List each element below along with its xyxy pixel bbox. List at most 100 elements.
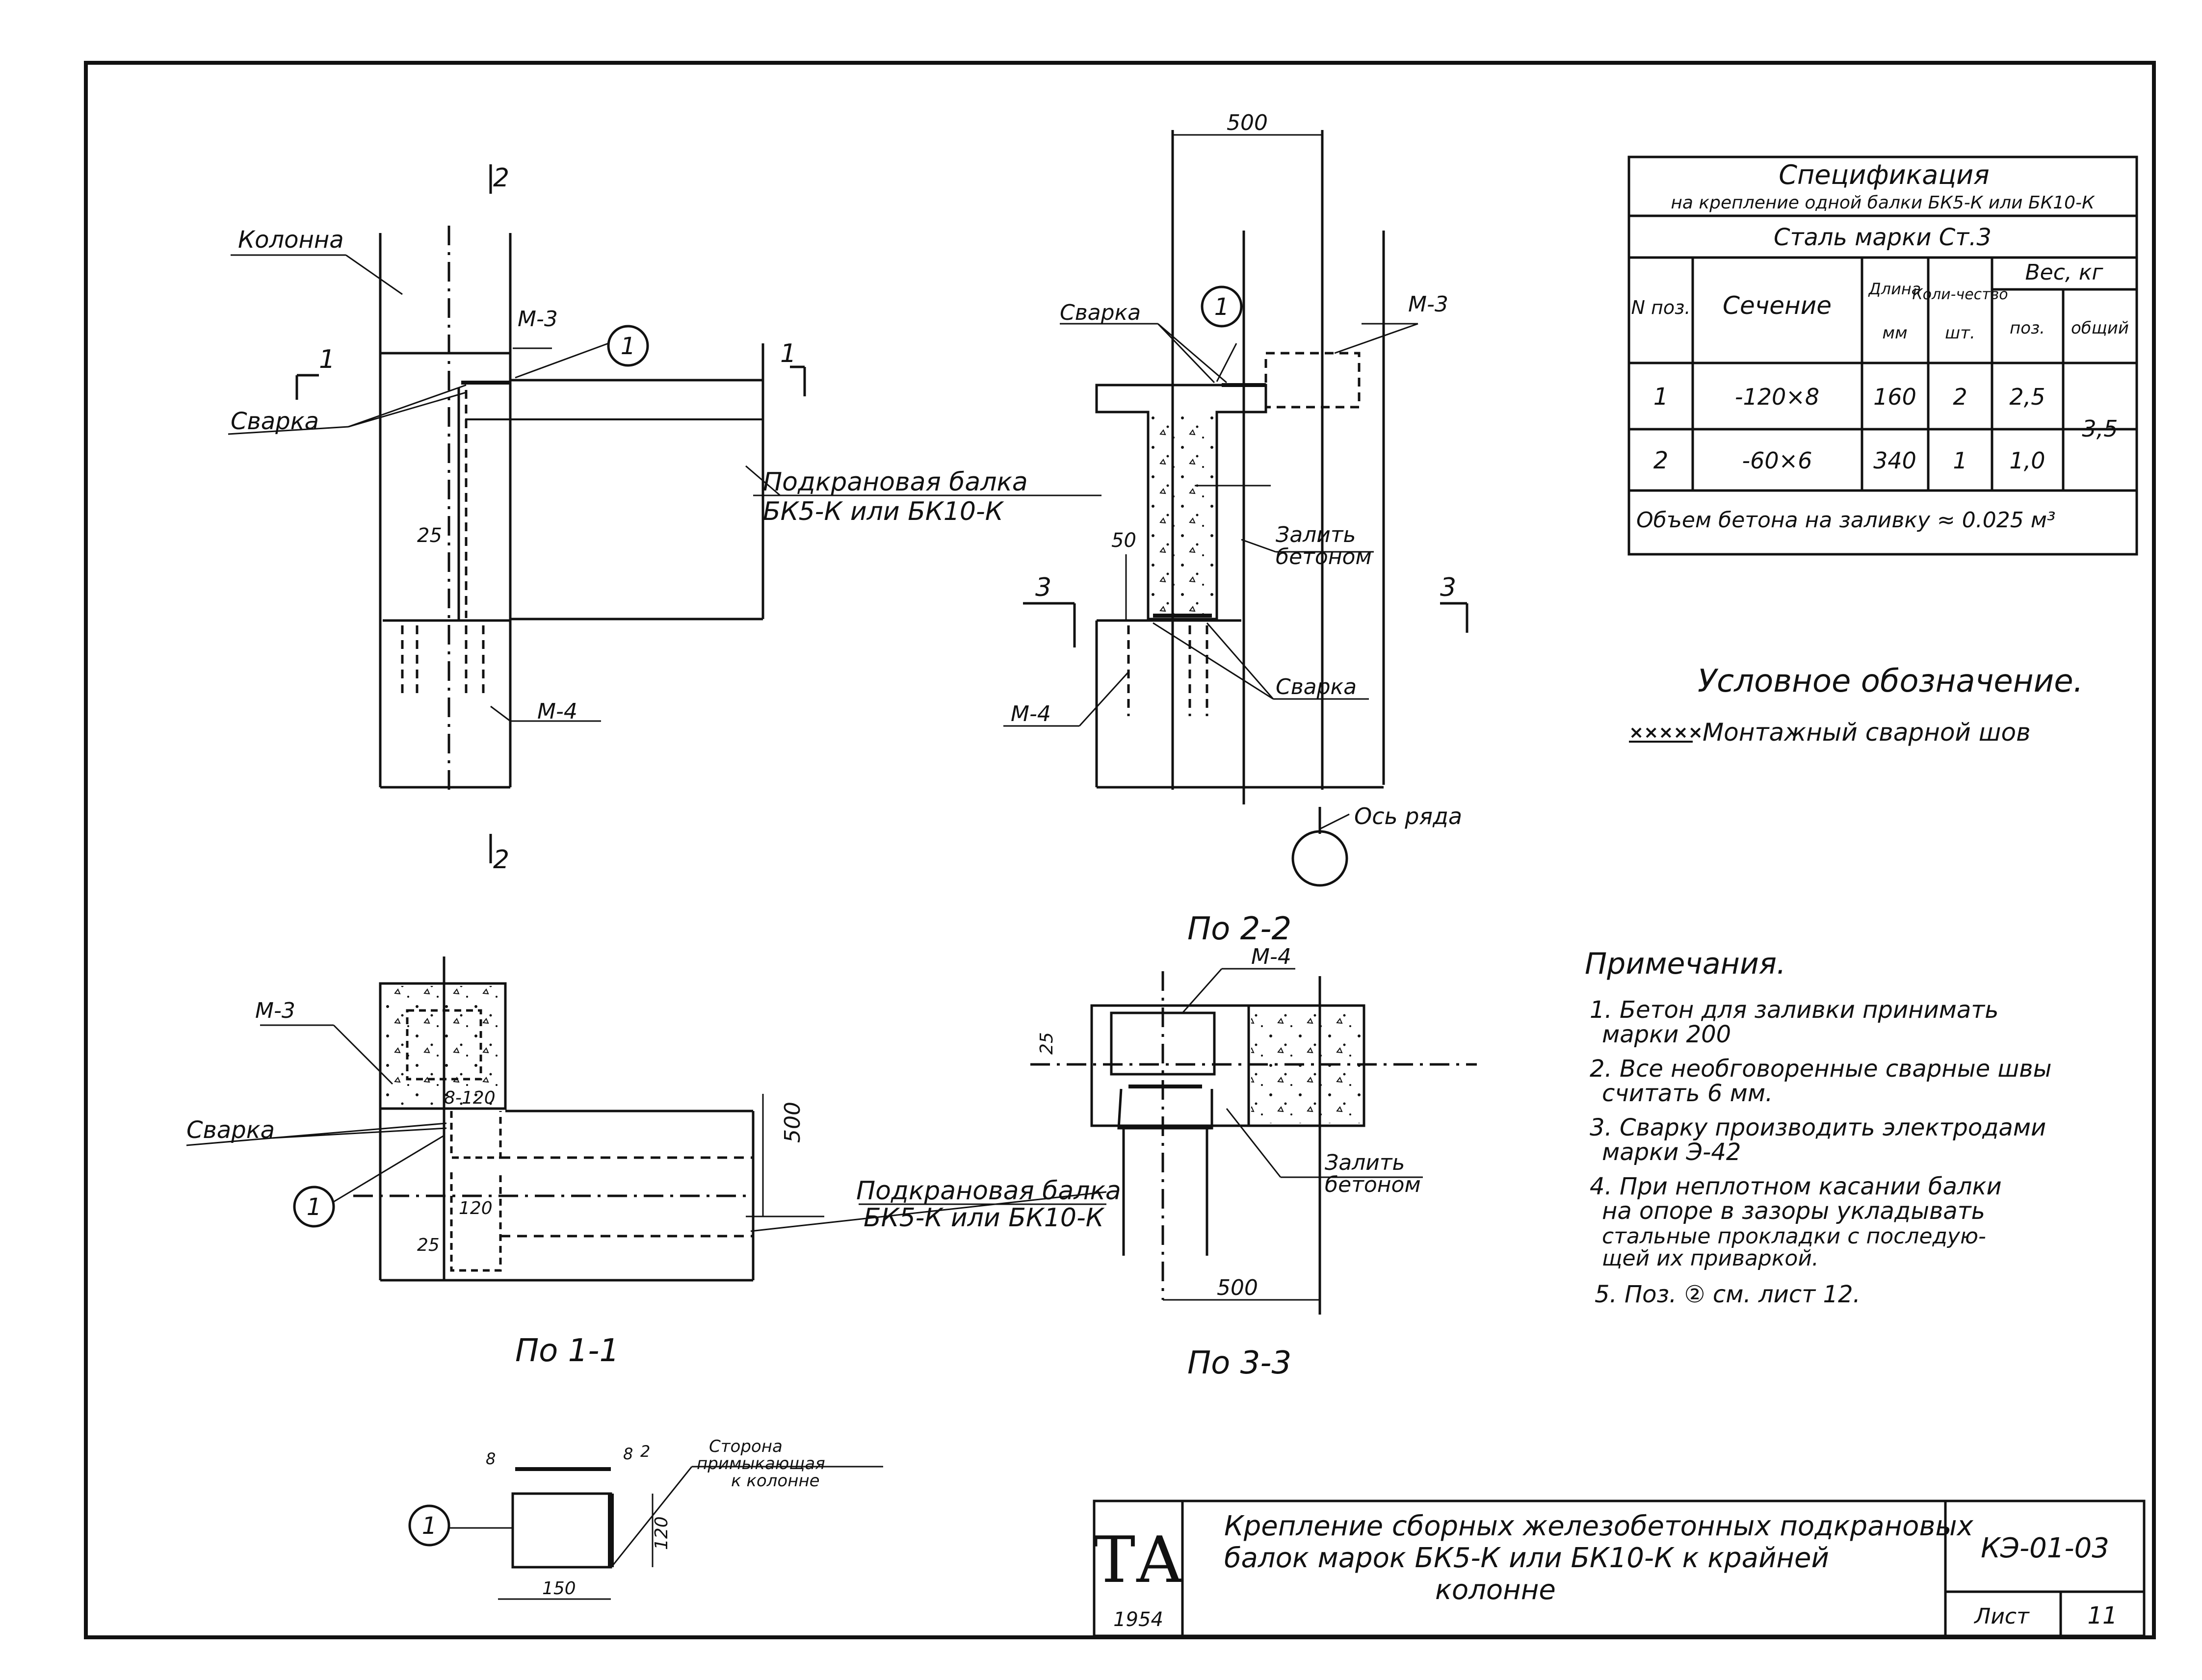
spec-subtitle: на крепление одной балки БК5-К или БК10-…: [1671, 193, 2095, 213]
note-line-10: щей их приваркой.: [1602, 1246, 1819, 1271]
pos1-marker-11: [293, 1186, 335, 1228]
spec-r1-section: -120×8: [1735, 384, 1819, 410]
cut2-top: 2: [493, 163, 509, 193]
concrete-fill-2-2: [1149, 413, 1216, 614]
m3-label-11: М-3: [255, 998, 295, 1023]
spec-h-length-unit: мм: [1882, 323, 1907, 343]
dim-25-11: 25: [417, 1235, 440, 1255]
spec-r2-length: 340: [1873, 447, 1916, 474]
dim-500-top: 500: [1227, 110, 1268, 135]
crane-beam-label-1: Подкрановая балка: [763, 467, 1028, 497]
axis-marker: [1291, 830, 1348, 887]
title-line-1: Крепление сборных железобетонных подкран…: [1224, 1510, 1974, 1542]
side-label-2: примыкающая: [697, 1454, 825, 1473]
view-22-caption: По 2-2: [1187, 911, 1291, 947]
note-line-6: марки Э-42: [1602, 1138, 1741, 1166]
dim-2-detail: 2: [640, 1442, 650, 1461]
weld-label-22b: Сварка: [1276, 674, 1357, 699]
dim-8-detail: 8: [486, 1449, 496, 1468]
notes-title: Примечания.: [1585, 947, 1786, 981]
note-line-7: 4. При неплотном касании балки: [1590, 1173, 2002, 1200]
m4-label-33: М-4: [1251, 944, 1291, 969]
cut3-left: 3: [1035, 573, 1051, 602]
note-line-9: стальные прокладки с последую-: [1602, 1224, 1986, 1249]
title-block: [1093, 1499, 2146, 1637]
title-line-2: балок марок БК5-К или БК10-К к крайней: [1224, 1542, 1829, 1574]
pos1-marker-detail-label: 1: [422, 1512, 437, 1540]
spec-h-qty-unit: шт.: [1945, 323, 1975, 343]
note-line-5: 3. Сварку производить электродами: [1590, 1114, 2046, 1141]
spec-h-wtotal: общий: [2071, 318, 2129, 338]
m4-label-elev: М-4: [537, 699, 577, 724]
concrete-fill-1-1: [383, 986, 503, 1106]
column-label: Колонна: [238, 226, 344, 254]
spec-steel: Сталь марки Ст.3: [1774, 224, 1992, 251]
spec-r2-section: -60×6: [1742, 447, 1812, 474]
spec-h-pos: N поз.: [1631, 297, 1691, 318]
spec-h-length: Длина: [1868, 280, 1921, 298]
legend-title: Условное обозначение.: [1698, 663, 2083, 699]
dim-25-elev: 25: [417, 524, 442, 547]
side-label-3: к колонне: [731, 1471, 820, 1491]
spec-r2-pos: 2: [1653, 447, 1669, 474]
pos1-marker-22: [1201, 285, 1243, 328]
cut3-right: 3: [1440, 573, 1456, 602]
crane-beam-label-11a: Подкрановая балка: [856, 1176, 1121, 1206]
spec-concrete: Объем бетона на заливку ≈ 0.025 м³: [1636, 508, 2056, 533]
note-line-11: 5. Поз. ② см. лист 12.: [1595, 1281, 1861, 1308]
crane-beam-label-11b: БК5-К или БК10-К: [864, 1203, 1105, 1233]
note-line-4: считать 6 мм.: [1602, 1080, 1773, 1107]
note-line-1: 1. Бетон для заливки принимать: [1590, 996, 1999, 1024]
fill-label-33a: Залить: [1325, 1150, 1405, 1175]
spec-h-section: Сечение: [1723, 291, 1832, 320]
view-33-caption: По 3-3: [1187, 1345, 1291, 1381]
dim-25-33: 25: [1037, 1032, 1057, 1055]
section-2-2: [1003, 130, 1468, 834]
weld-label-elev: Сварка: [231, 408, 319, 435]
title-sheet-no: 11: [2087, 1602, 2117, 1629]
cut2-bottom: 2: [493, 845, 509, 875]
view-11-caption: По 1-1: [515, 1333, 619, 1369]
fill-label-33b: бетоном: [1325, 1172, 1421, 1197]
spec-r1-weight: 2,5: [2009, 384, 2045, 410]
spec-h-weight: Вес, кг: [2025, 260, 2103, 285]
spec-r1-pos: 1: [1653, 383, 1669, 411]
pos1-marker-elev: [607, 325, 649, 367]
pos1-marker-11-label: 1: [307, 1193, 322, 1221]
pos1-marker-22-label: 1: [1214, 293, 1230, 321]
elevation-view: [228, 164, 1101, 863]
dim-500-11: 500: [780, 1102, 805, 1143]
spec-r2-weight: 1,0: [2009, 447, 2045, 474]
weld-label-11: Сварка: [186, 1116, 275, 1144]
sheet-border: [84, 61, 2156, 1639]
title-code: КЭ-01-03: [1981, 1532, 2109, 1564]
fill-label-22b: бетоном: [1276, 544, 1372, 569]
fill-label-22a: Залить: [1276, 522, 1356, 547]
title-sheet-label: Лист: [1973, 1604, 2030, 1629]
dim-8-detail-b: 8: [623, 1445, 633, 1463]
legend-symbol: ×××××: [1629, 723, 1703, 743]
spec-h-qty: Коли-чество: [1912, 286, 2008, 303]
pos1-marker-elev-label: 1: [621, 333, 636, 360]
spec-table: [1627, 155, 2138, 556]
spec-title: Спецификация: [1779, 159, 1989, 190]
axis-label: Ось ряда: [1354, 803, 1462, 829]
dim-120-11: 120: [459, 1198, 493, 1218]
crane-beam-label-2: БК5-К или БК10-К: [763, 497, 1004, 526]
dim-b120: 8-120: [444, 1088, 496, 1108]
title-line-3: колонне: [1435, 1574, 1556, 1606]
note-line-2: марки 200: [1602, 1021, 1731, 1048]
spec-h-wpos: поз.: [2010, 318, 2045, 338]
title-year: 1954: [1113, 1608, 1163, 1631]
plate-detail: [449, 1466, 883, 1600]
note-line-3: 2. Все необговоренные сварные швы: [1590, 1055, 2051, 1083]
dim-50: 50: [1111, 529, 1136, 552]
pos1-marker-detail: [408, 1504, 450, 1547]
spec-r2-qty: 1: [1953, 447, 1967, 474]
m3-label-elev: М-3: [518, 307, 558, 332]
cut1-left: 1: [319, 345, 335, 374]
legend-text: Монтажный сварной шов: [1703, 718, 2031, 747]
dim-150-detail: 150: [542, 1578, 576, 1599]
spec-r1-qty: 2: [1953, 384, 1967, 410]
